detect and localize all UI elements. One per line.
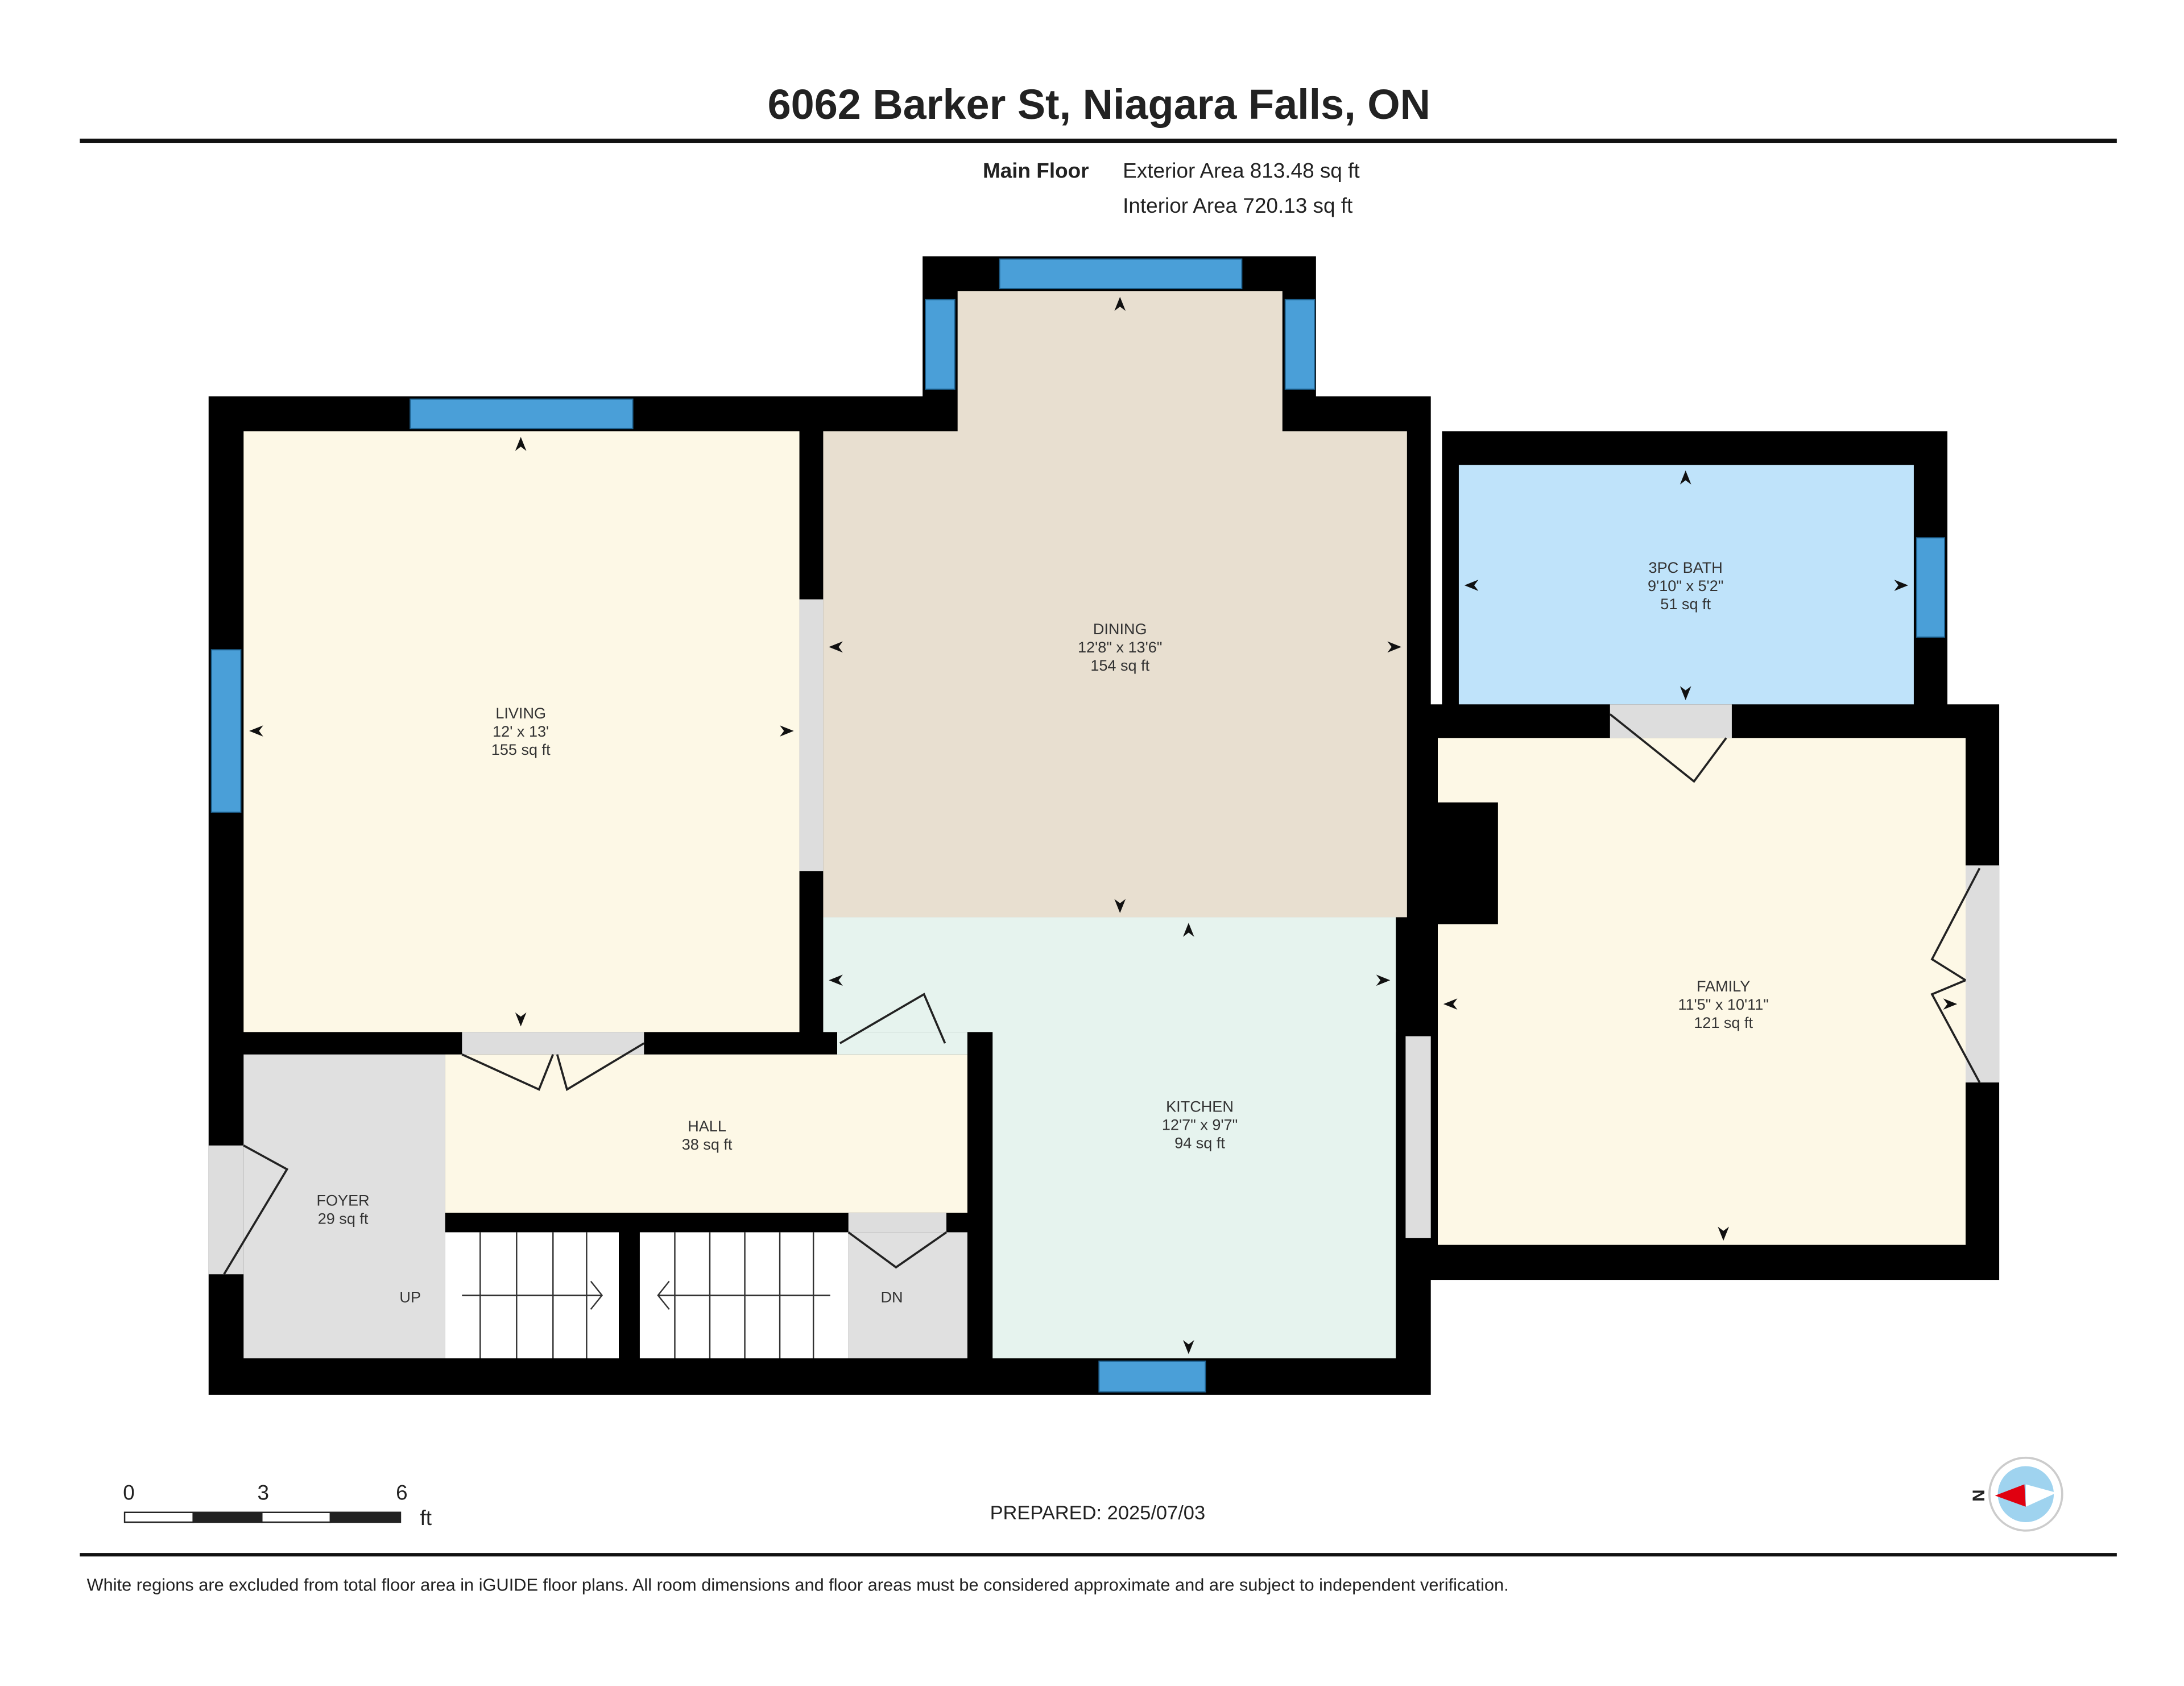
stair-treads — [462, 1232, 830, 1358]
scale-unit: ft — [420, 1506, 432, 1530]
room-family — [1438, 738, 1966, 1245]
bath-dims: 9'10" x 5'2" — [1648, 577, 1723, 594]
compass-north-label: N — [1968, 1490, 1987, 1502]
bath-name: 3PC BATH — [1649, 559, 1723, 576]
room-dining — [823, 431, 1407, 918]
prepared-date: PREPARED: 2025/07/03 — [990, 1502, 1206, 1524]
room-bath — [1458, 465, 1914, 705]
dining-name: DINING — [1093, 620, 1147, 638]
dining-dims: 12'8" x 13'6" — [1078, 638, 1162, 656]
scale-label-3: 3 — [258, 1481, 270, 1505]
compass-icon: N — [1968, 1456, 2063, 1532]
scale-bar: 0 3 6 ft — [123, 1481, 432, 1530]
down-arrow-icon — [657, 1280, 830, 1310]
title-divider — [80, 138, 2117, 143]
kitchen-dims: 12'7" x 9'7" — [1162, 1116, 1238, 1134]
room-hall — [445, 1054, 967, 1213]
rooms — [243, 291, 1966, 1358]
hall-area: 38 sq ft — [682, 1135, 733, 1153]
family-name: FAMILY — [1697, 977, 1750, 995]
up-arrow-icon — [462, 1280, 603, 1310]
room-labels: LIVING 12' x 13' 155 sq ft DINING 12'8" … — [316, 559, 1768, 1306]
living-name: LIVING — [495, 704, 546, 722]
footer-disclaimer: White regions are excluded from total fl… — [87, 1575, 1509, 1595]
windows — [210, 258, 1946, 1393]
door-openings — [208, 599, 2000, 1275]
family-dims: 11'5" x 10'11" — [1678, 995, 1768, 1013]
dining-area: 154 sq ft — [1090, 656, 1149, 674]
kitchen-area: 94 sq ft — [1174, 1134, 1225, 1152]
interior-area: Interior Area 720.13 sq ft — [1123, 194, 1352, 217]
scale-label-0: 0 — [123, 1481, 135, 1505]
dimension-arrows — [249, 296, 1958, 1354]
door-swings — [223, 713, 1981, 1275]
kitchen-name: KITCHEN — [1166, 1098, 1234, 1115]
room-living — [243, 431, 800, 1032]
living-area: 155 sq ft — [491, 741, 551, 758]
room-foyer — [243, 1054, 445, 1358]
bath-area: 51 sq ft — [1660, 595, 1711, 613]
hall-name: HALL — [688, 1117, 726, 1135]
page-title: 6062 Barker St, Niagara Falls, ON — [768, 81, 1430, 128]
scale-label-6: 6 — [396, 1481, 408, 1505]
chimney — [1428, 802, 1498, 924]
family-area: 121 sq ft — [1694, 1014, 1753, 1031]
foyer-name: FOYER — [316, 1192, 369, 1209]
foyer-area: 29 sq ft — [318, 1210, 369, 1228]
stairs-up-label: UP — [399, 1288, 421, 1305]
footer-divider — [80, 1553, 2117, 1557]
living-dims: 12' x 13' — [493, 722, 549, 740]
floor-name: Main Floor — [983, 159, 1089, 183]
exterior-area: Exterior Area 813.48 sq ft — [1123, 159, 1359, 183]
room-kitchen — [823, 917, 1396, 1032]
stairs-down-label: DN — [880, 1288, 903, 1305]
